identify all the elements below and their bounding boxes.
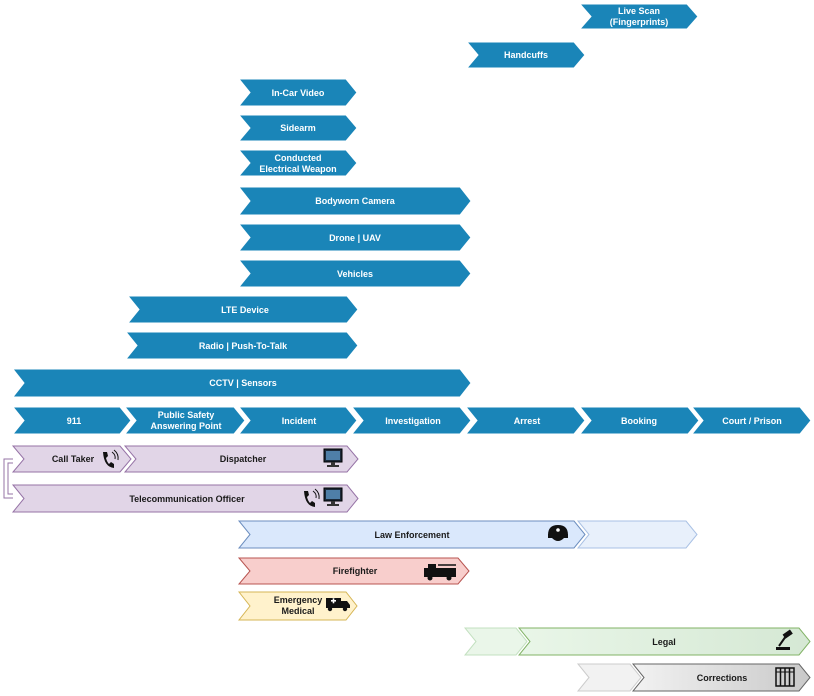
stage-investigation: Investigation <box>350 406 472 435</box>
handcuffs-label: Handcuffs <box>504 50 548 60</box>
chevron-handcuffs: Handcuffs <box>465 41 586 69</box>
stage-psap: Public Safety Answering Point <box>123 406 246 435</box>
stage-court: Court / Prison <box>690 406 812 435</box>
role-law-enforcement: Law Enforcement <box>237 520 698 549</box>
chevron-conducted-weapon: Conducted Electrical Weapon <box>237 149 358 177</box>
stage-psap-label-2: Answering Point <box>150 421 221 431</box>
chevron-lte-device: LTE Device <box>126 295 359 324</box>
ambulance-icon <box>326 598 350 612</box>
stage-incident: Incident <box>237 406 358 435</box>
corrections-label: Corrections <box>697 673 748 683</box>
role-corrections: Corrections <box>576 663 811 692</box>
jail-icon <box>775 667 795 687</box>
live-scan-label-1: Live Scan <box>618 6 660 16</box>
telecom-officer-label: Telecommunication Officer <box>129 494 245 504</box>
drone-label: Drone | UAV <box>329 233 381 243</box>
chevron-bodyworn-camera: Bodyworn Camera <box>237 186 472 216</box>
chevron-sidearm: Sidearm <box>237 114 358 142</box>
gavel-icon <box>776 629 793 650</box>
stage-incident-label: Incident <box>282 416 317 426</box>
stage-psap-label-1: Public Safety <box>158 410 215 420</box>
conducted-weapon-label-1: Conducted <box>275 153 322 163</box>
chevron-cctv: CCTV | Sensors <box>11 368 472 398</box>
sidearm-label: Sidearm <box>280 123 316 133</box>
stage-arrest: Arrest <box>464 406 586 435</box>
role-legal: Legal <box>463 627 811 656</box>
stage-investigation-label: Investigation <box>385 416 441 426</box>
dispatcher-label: Dispatcher <box>220 454 267 464</box>
stage-booking-label: Booking <box>621 416 657 426</box>
chevron-in-car-video: In-Car Video <box>237 78 358 107</box>
stage-911-label: 911 <box>67 416 82 426</box>
ems-label-1: Emergency <box>274 595 323 605</box>
monitor-icon <box>323 487 343 506</box>
radio-label: Radio | Push-To-Talk <box>199 341 288 351</box>
stage-court-label: Court / Prison <box>722 416 782 426</box>
stage-911: 911 <box>11 406 132 435</box>
call-taker-connector <box>3 458 13 499</box>
chevron-live-scan: Live Scan (Fingerprints) <box>578 3 699 30</box>
lte-device-label: LTE Device <box>221 305 269 315</box>
law-enforcement-label: Law Enforcement <box>374 530 449 540</box>
phone-icon <box>304 488 320 507</box>
role-telecom-officer: Telecommunication Officer <box>11 484 359 513</box>
legal-label: Legal <box>652 637 676 647</box>
conducted-weapon-label-2: Electrical Weapon <box>259 164 336 174</box>
role-call-taker: Call Taker <box>11 445 132 473</box>
firefighter-label: Firefighter <box>333 566 378 576</box>
ems-label-2: Medical <box>281 606 314 616</box>
stage-booking: Booking <box>578 406 700 435</box>
stage-arrest-label: Arrest <box>514 416 541 426</box>
chevron-drone: Drone | UAV <box>237 223 472 252</box>
in-car-video-label: In-Car Video <box>272 88 325 98</box>
role-ems: Emergency Medical <box>237 591 358 621</box>
police-hat-icon <box>548 525 568 541</box>
live-scan-label-2: (Fingerprints) <box>610 17 669 27</box>
phone-icon <box>103 449 119 468</box>
cctv-label: CCTV | Sensors <box>209 378 277 388</box>
monitor-icon <box>323 448 343 467</box>
vehicles-label: Vehicles <box>337 269 373 279</box>
call-taker-label: Call Taker <box>52 454 95 464</box>
bodyworn-camera-label: Bodyworn Camera <box>315 196 396 206</box>
chevron-radio: Radio | Push-To-Talk <box>124 331 359 360</box>
role-firefighter: Firefighter <box>237 557 470 585</box>
role-dispatcher: Dispatcher <box>123 445 359 473</box>
chevron-vehicles: Vehicles <box>237 259 472 288</box>
fire-truck-icon <box>424 564 456 581</box>
